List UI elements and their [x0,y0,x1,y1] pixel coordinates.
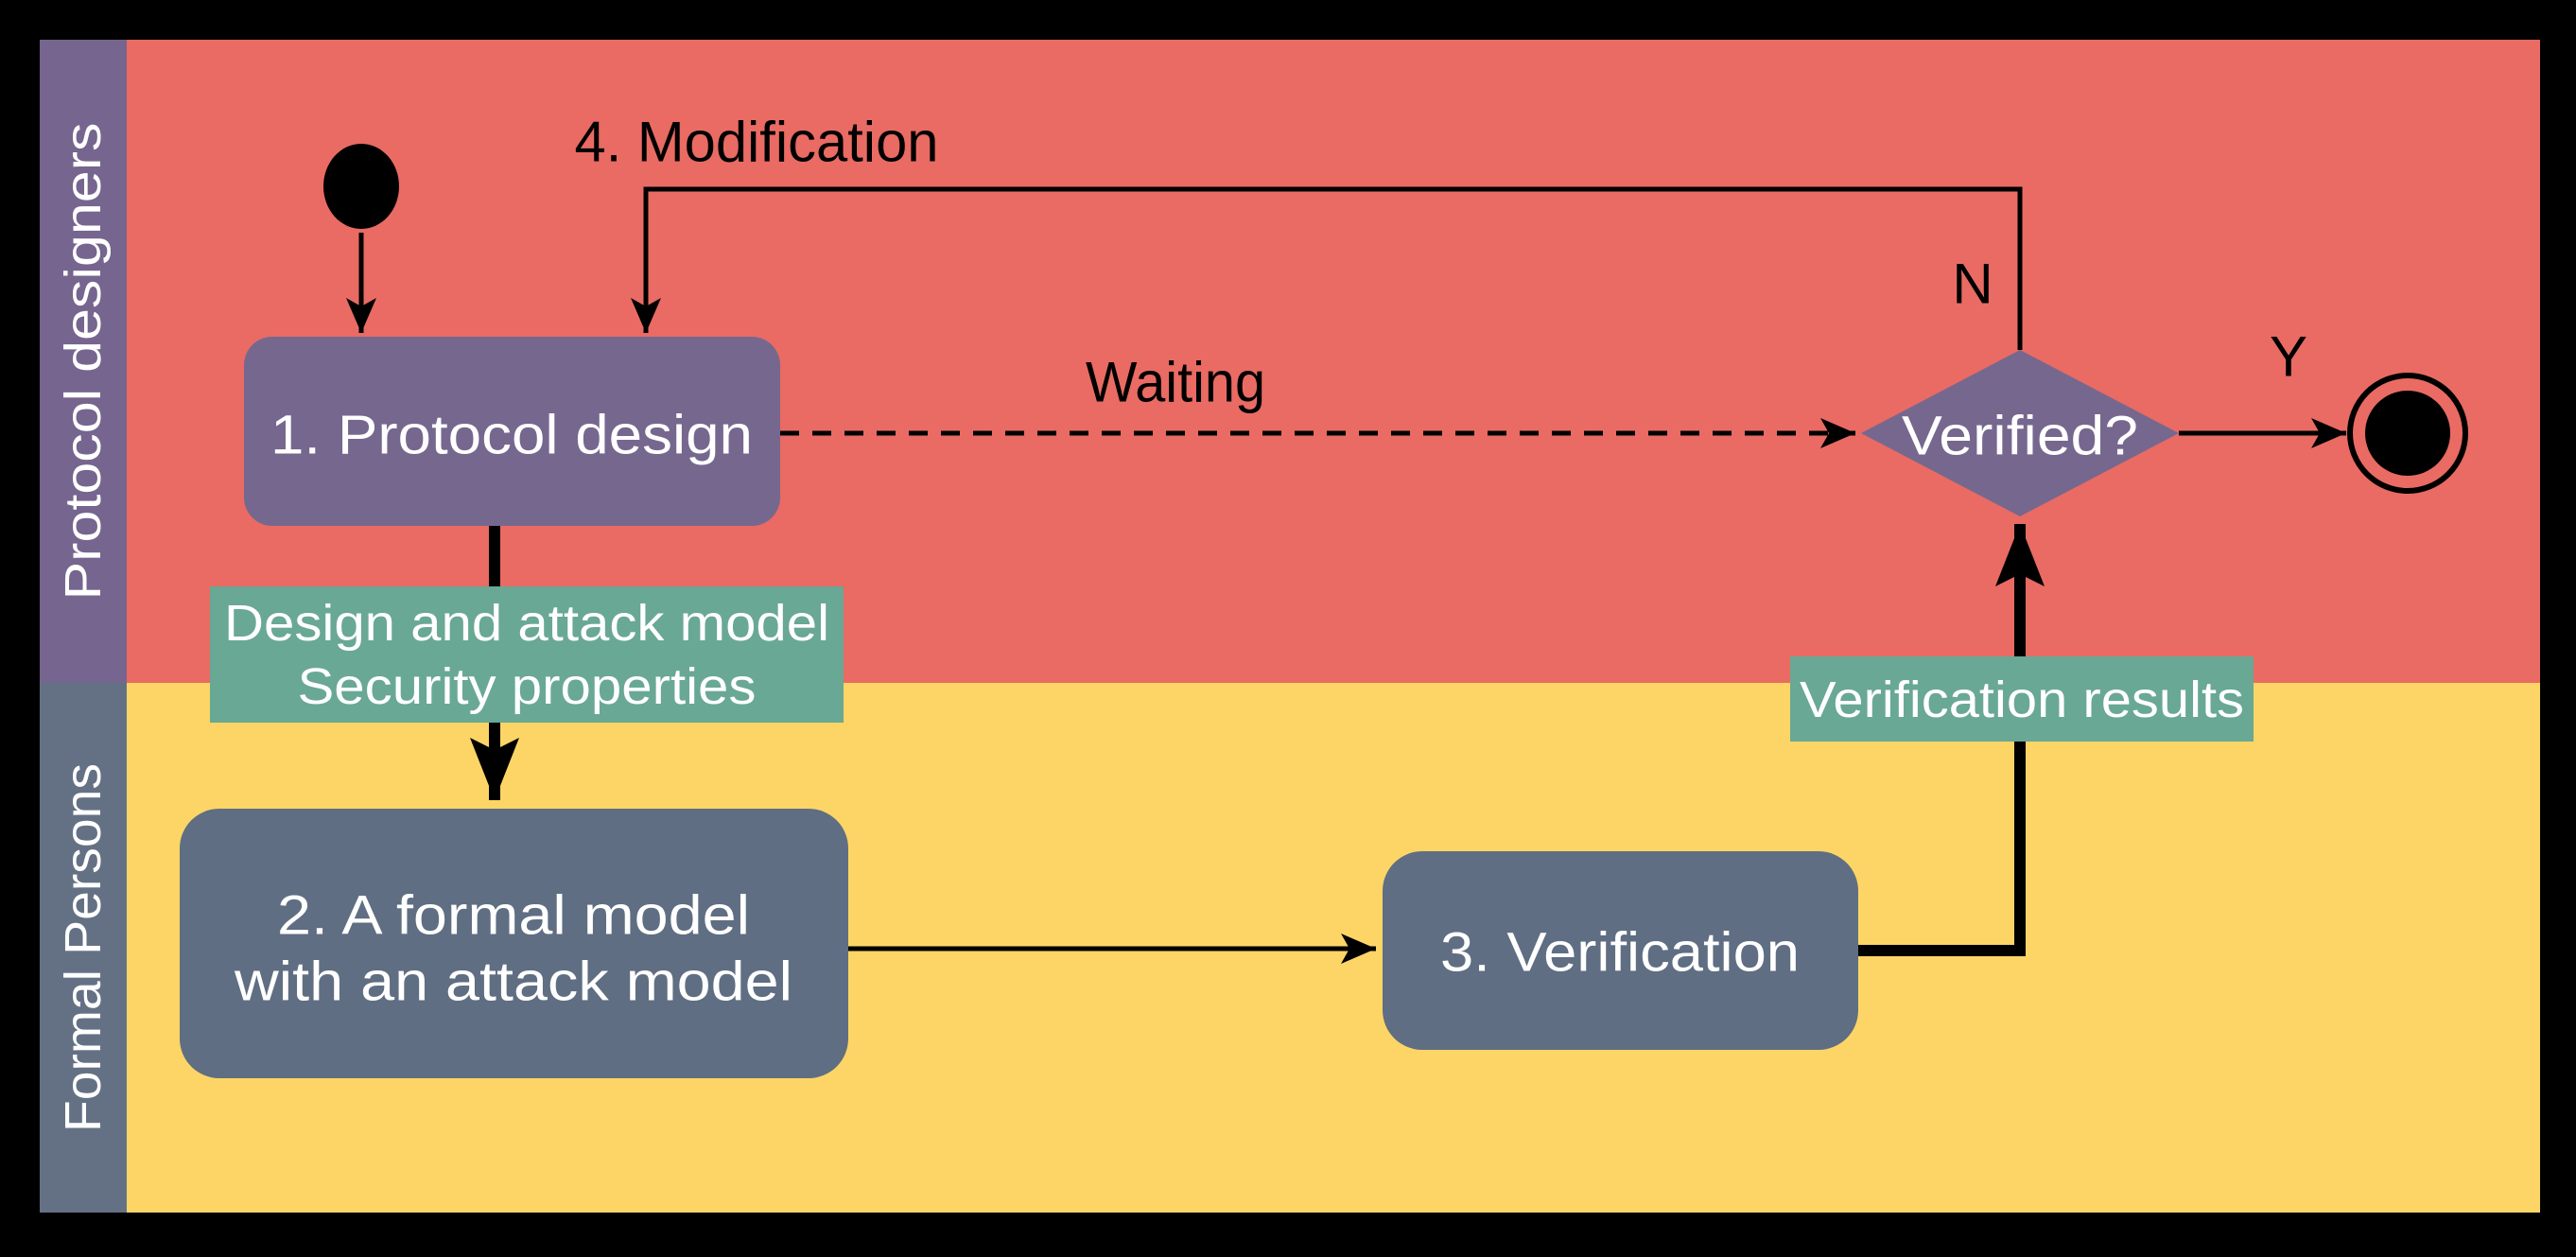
node-protocol-design-shape [244,337,780,526]
node-formal-model-label-line2: with an attack model [234,951,792,1013]
node-verified-decision-shape [1861,350,2179,516]
node-verification-label: 3. Verification [1440,922,1800,984]
node-verified-decision: Verified? [1861,350,2179,516]
node-verification: 3. Verification [1383,851,1858,1050]
node-formal-model-shape [180,809,848,1078]
end-node-outer-ring [2347,373,2468,494]
lane-strip-protocol-designers [40,40,127,683]
edge-label-modification: 4. Modification [575,111,939,174]
label-design-attack-model: Design and attack model Security propert… [210,586,844,723]
node-protocol-design: 1. Protocol design [244,337,780,526]
end-node-inner-dot [2365,391,2450,476]
node-verification-shape [1383,851,1858,1050]
label-verification-results-bg [1790,656,2254,742]
end-node [2347,373,2468,494]
node-formal-model-label-line1: 2. A formal model [277,885,750,947]
lane-label-formal-persons: Formal Persons [55,763,112,1132]
node-protocol-design-label: 1. Protocol design [270,405,753,466]
lane-strip-formal-persons [40,683,127,1213]
label-verification-results: Verification results [1790,656,2254,742]
start-node [323,144,399,229]
edge-label-no: N [1952,253,1993,316]
edge-modification-feedback [631,186,2023,350]
label-design-attack-model-line2: Security properties [298,658,757,715]
edge-label-waiting: Waiting [1086,351,1265,414]
node-verified-decision-label: Verified? [1902,406,2138,467]
label-verification-results-text: Verification results [1800,672,2244,728]
edge-label-yes: Y [2270,325,2307,389]
node-formal-model: 2. A formal model with an attack model [180,809,848,1078]
lane-label-protocol-designers: Protocol designers [55,123,112,601]
label-design-attack-model-line1: Design and attack model [224,595,829,652]
label-design-attack-model-bg [210,586,844,723]
